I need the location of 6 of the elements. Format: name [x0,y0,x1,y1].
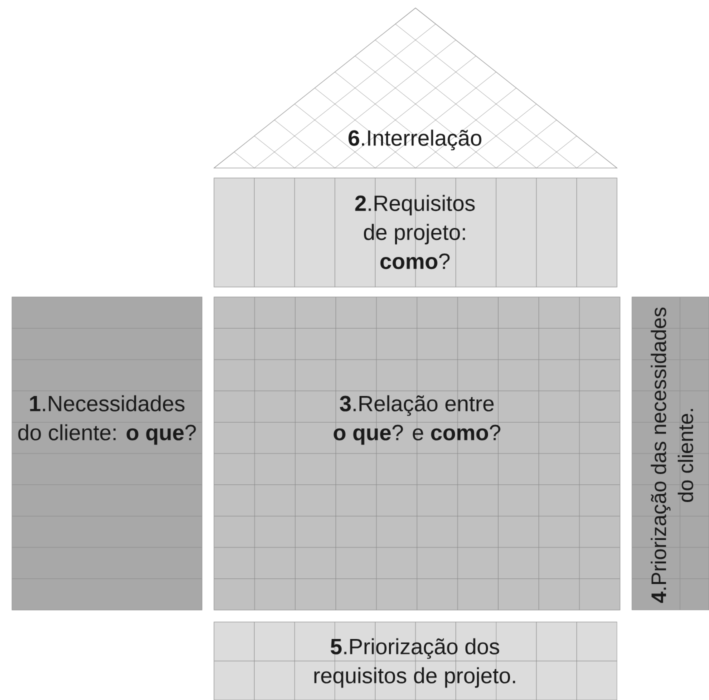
grid-box: 1.Necessidades do cliente: o que? [12,296,202,610]
grid-box: 4.Priorização das necessidades do cliente. [632,296,709,610]
roof-triangle: 6.Interrelação [214,8,618,168]
grid-box: 3.Relação entre o que? e como? [214,296,620,610]
grid-box: 5.Priorização dos requisitos de projeto. [214,622,618,700]
grid-box: 2.Requisitos de projeto: como? [214,178,618,288]
